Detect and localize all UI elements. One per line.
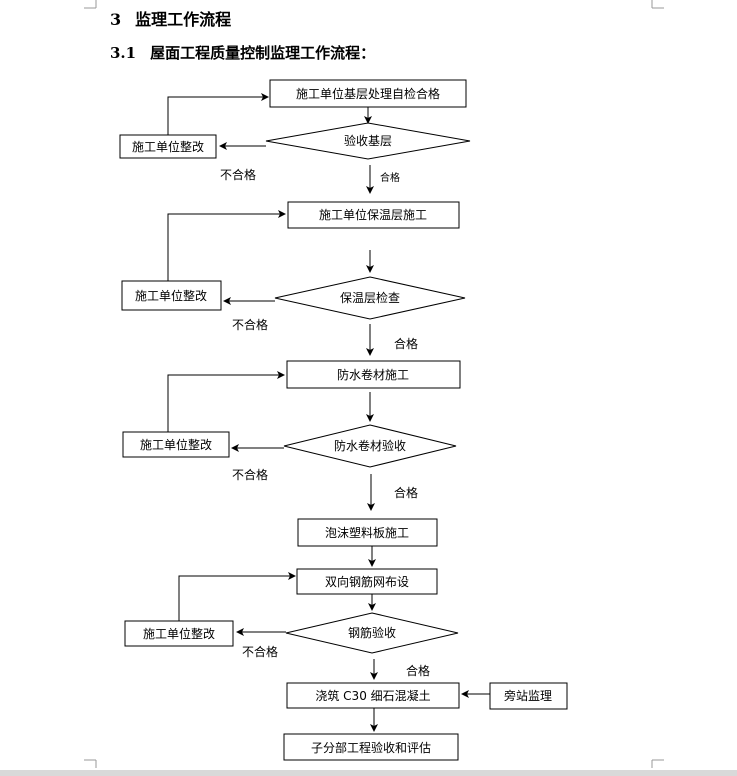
- fail-label-2: 不合格: [232, 317, 268, 332]
- loop-back-3: [167, 371, 285, 432]
- step-label-rebar-mesh: 双向钢筋网布设: [325, 574, 409, 589]
- step-box-final-acceptance: [283, 733, 459, 761]
- step-label-foam-board: 泡沫塑料板施工: [325, 525, 409, 540]
- rectify-box-4: [124, 620, 234, 647]
- pass-label-4: 合格: [406, 663, 430, 678]
- rectify-label-4: 施工单位整改: [143, 626, 215, 641]
- rectify-label-3: 施工单位整改: [140, 437, 212, 452]
- section-number: 3: [110, 10, 122, 29]
- decision-rebar-accept: [285, 612, 459, 654]
- subsection-title: 屋面工程质量控制监理工作流程：: [150, 44, 376, 62]
- decision-label-rebar-accept: 钢筋验收: [348, 625, 396, 640]
- step-box-pour-concrete: [286, 682, 460, 709]
- subsection-number: 3.1: [110, 44, 137, 62]
- side-box-on-site-supervision: [489, 682, 568, 710]
- loop-back-1: [167, 93, 269, 135]
- crop-marks: [84, 0, 664, 768]
- fail-label-4: 不合格: [242, 644, 278, 659]
- rectify-box-2: [121, 280, 222, 311]
- step-label-base-self-check: 施工单位基层处理自检合格: [296, 86, 440, 101]
- loop-back-2: [167, 210, 286, 281]
- step-box-foam-board: [297, 518, 438, 547]
- pass-label-2: 合格: [394, 336, 418, 351]
- rectify-label-1: 施工单位整改: [132, 139, 204, 154]
- decision-accept-base: [265, 122, 471, 160]
- step-box-membrane: [286, 360, 461, 389]
- fail-label-1: 不合格: [220, 167, 256, 182]
- rectify-box-3: [122, 431, 230, 458]
- subsection-heading: 3.1 屋面工程质量控制监理工作流程：: [110, 42, 375, 63]
- rectify-label-2: 施工单位整改: [135, 288, 207, 303]
- step-box-rebar-mesh: [296, 568, 438, 595]
- step-label-pour-concrete: 浇筑 C30 细石混凝土: [315, 688, 430, 703]
- section-heading: 3 监理工作流程: [110, 6, 231, 30]
- decision-membrane-accept: [283, 424, 457, 468]
- decision-label-membrane-accept: 防水卷材验收: [334, 438, 406, 453]
- decision-label-accept-base: 验收基层: [344, 133, 392, 148]
- loop-back-4: [178, 572, 296, 621]
- pass-label-1: 合格: [380, 171, 400, 184]
- step-label-insulation: 施工单位保温层施工: [319, 207, 427, 222]
- fail-label-3: 不合格: [232, 467, 268, 482]
- step-label-membrane: 防水卷材施工: [337, 367, 409, 382]
- step-box-insulation: [287, 201, 460, 229]
- page-bottom-edge: [0, 770, 737, 776]
- pass-label-3: 合格: [394, 485, 418, 500]
- side-label-on-site-supervision: 旁站监理: [504, 688, 552, 703]
- section-title: 监理工作流程: [135, 10, 232, 29]
- decision-label-insulation-check: 保温层检查: [340, 290, 400, 305]
- decision-insulation-check: [274, 276, 466, 320]
- step-label-final-acceptance: 子分部工程验收和评估: [311, 740, 431, 755]
